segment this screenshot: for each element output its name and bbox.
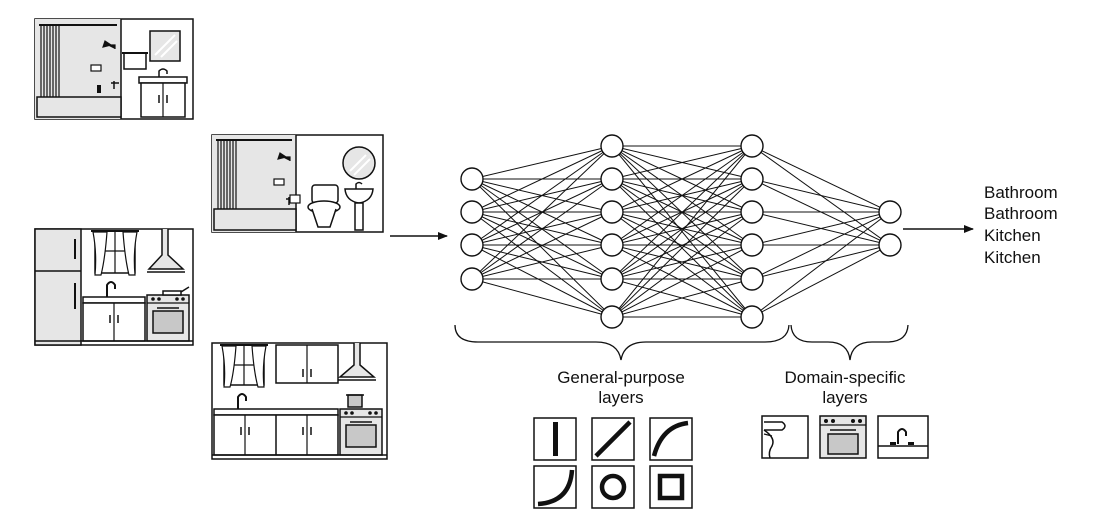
neuron-node (740, 305, 764, 329)
connection-line (611, 211, 753, 280)
domain-specific-label-line1: Domain-specific (784, 368, 906, 387)
input-image-bathroom-1 (34, 18, 194, 120)
network-connections (471, 145, 891, 318)
connection-line (611, 145, 753, 180)
connection-line (471, 211, 613, 318)
neuron-node (600, 134, 624, 158)
connection-line (611, 278, 753, 318)
connection-line (471, 145, 613, 246)
domain-specific-label-line2: layers (822, 388, 868, 407)
neuron-node (740, 233, 764, 257)
network-neurons (460, 134, 902, 329)
connection-line (471, 145, 613, 280)
connection-line (471, 244, 613, 318)
general-purpose-label-line1: General-purpose (557, 368, 685, 387)
connection-line (611, 145, 753, 280)
connection-line (751, 178, 891, 213)
domain-specific-brace (790, 324, 909, 361)
feature-curve-icon (649, 417, 693, 461)
feature-square-icon (649, 465, 693, 509)
connection-line (611, 145, 753, 318)
connection-line (751, 145, 891, 213)
connection-line (611, 211, 753, 318)
connection-line (751, 211, 891, 246)
feature-faucet-icon (877, 415, 929, 459)
connection-line (471, 145, 613, 213)
connection-line (611, 145, 753, 246)
connection-line (611, 145, 753, 213)
neuron-node (740, 200, 764, 224)
general-purpose-label-line2: layers (598, 388, 644, 407)
general-purpose-label: General-purpose layers (538, 368, 704, 408)
neuron-node (600, 233, 624, 257)
connection-line (751, 244, 891, 280)
connection-line (471, 244, 613, 280)
output-label-2: Bathroom (984, 204, 1058, 223)
neuron-node (878, 200, 902, 224)
input-image-kitchen-2 (211, 342, 388, 460)
connection-line (611, 178, 753, 280)
connection-line (471, 211, 613, 280)
neuron-node (878, 233, 902, 257)
feature-toilet-icon (761, 415, 809, 459)
connection-line (611, 244, 753, 318)
connection-line (751, 244, 891, 318)
connection-line (471, 278, 613, 318)
feature-vertical-line-icon (533, 417, 577, 461)
feature-circle-icon (591, 465, 635, 509)
connection-line (751, 211, 891, 318)
general-purpose-brace (454, 324, 790, 361)
connection-line (471, 145, 613, 180)
neuron-node (460, 267, 484, 291)
feature-diagonal-line-icon (591, 417, 635, 461)
connection-line (471, 178, 613, 280)
neuron-node (600, 167, 624, 191)
input-image-kitchen-1 (34, 228, 194, 346)
connection-line (471, 178, 613, 318)
connection-line (611, 244, 753, 280)
input-image-bathroom-2 (211, 134, 384, 233)
domain-specific-label: Domain-specific layers (762, 368, 928, 408)
neuron-node (460, 167, 484, 191)
neuron-node (460, 200, 484, 224)
neuron-node (600, 200, 624, 224)
connection-line (611, 178, 753, 318)
neuron-node (740, 267, 764, 291)
output-label-3: Kitchen (984, 226, 1041, 245)
feature-stove-icon (819, 415, 867, 459)
output-label-4: Kitchen (984, 248, 1041, 267)
neuron-node (740, 134, 764, 158)
output-label-1: Bathroom (984, 183, 1058, 202)
neuron-node (740, 167, 764, 191)
neuron-node (600, 305, 624, 329)
feature-curve-corner-icon (533, 465, 577, 509)
connection-line (751, 211, 891, 280)
neuron-node (600, 267, 624, 291)
neuron-node (460, 233, 484, 257)
